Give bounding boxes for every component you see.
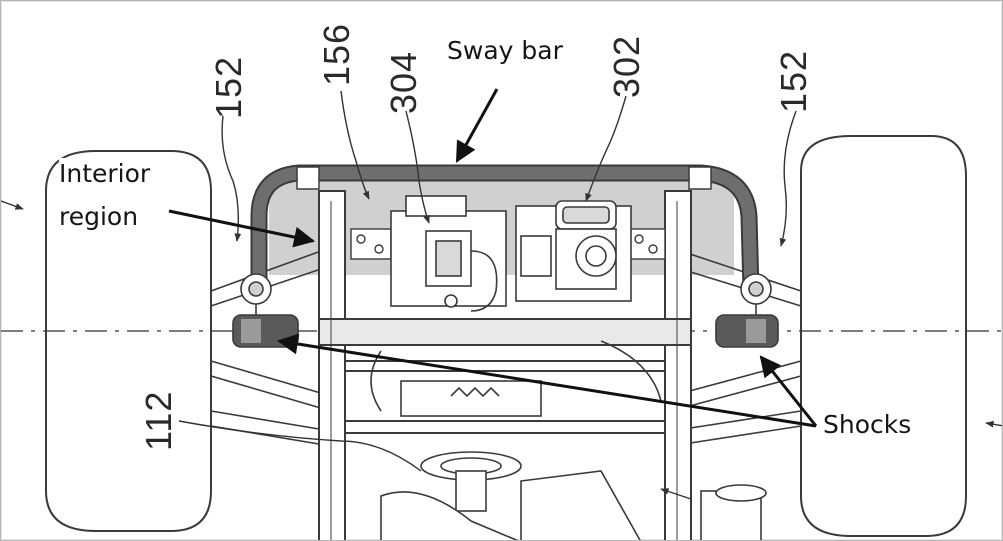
ref-302: 302 bbox=[606, 34, 647, 98]
shocks-arrow-left bbox=[276, 333, 817, 428]
engine-302-block bbox=[515, 200, 632, 302]
sway-bar-label: Sway bar bbox=[447, 36, 563, 65]
leader-right-152 bbox=[779, 110, 797, 247]
ref-304: 304 bbox=[383, 50, 424, 114]
shocks-label: Shocks bbox=[823, 409, 912, 441]
ref-156: 156 bbox=[316, 22, 357, 86]
annotation-arrows bbox=[168, 88, 818, 428]
right-shock bbox=[715, 273, 779, 348]
leader-left-edge bbox=[1, 200, 24, 210]
interior-region-label-line1: Interior bbox=[59, 158, 151, 190]
reference-leaders bbox=[1, 90, 1002, 500]
leader-156 bbox=[340, 90, 370, 200]
leader-302 bbox=[585, 95, 627, 202]
leader-right-edge bbox=[985, 420, 1002, 428]
frame-rails bbox=[318, 190, 692, 540]
interior-region-arrow bbox=[168, 209, 316, 248]
cross-member-holes bbox=[350, 228, 666, 260]
sway-bar-shape bbox=[250, 164, 760, 296]
ref-152-right: 152 bbox=[773, 49, 814, 113]
leader-304 bbox=[405, 110, 430, 224]
ref-152-left: 152 bbox=[208, 55, 249, 119]
ref-112: 112 bbox=[138, 390, 179, 451]
interior-region-label-line2: region bbox=[59, 201, 139, 233]
component-304-block bbox=[390, 195, 507, 312]
sway-bar-arrow bbox=[455, 88, 499, 163]
shocks-arrow-right bbox=[759, 355, 818, 427]
leader-112 bbox=[178, 420, 422, 472]
left-shock bbox=[232, 273, 299, 348]
right-wheel bbox=[800, 135, 967, 537]
leader-left-152 bbox=[221, 115, 242, 242]
lower-drivetrain bbox=[370, 340, 767, 540]
left-wheel bbox=[45, 150, 212, 532]
left-control-arms bbox=[210, 250, 332, 447]
leader-lower-right bbox=[660, 488, 692, 500]
